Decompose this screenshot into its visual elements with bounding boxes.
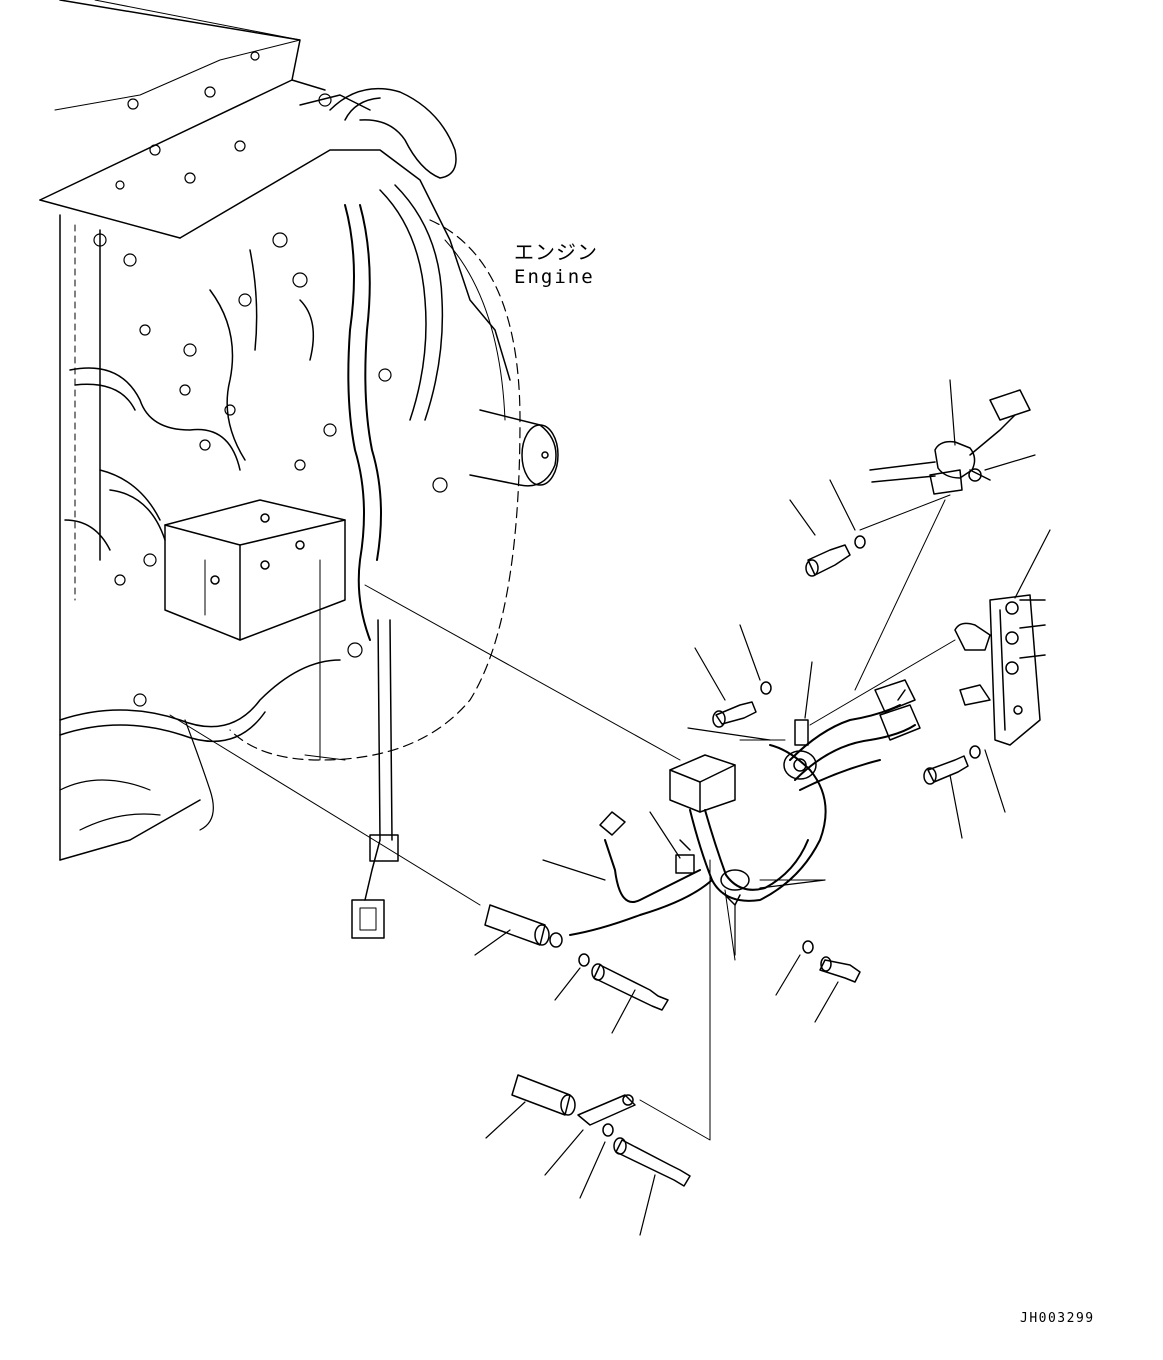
engine-label-en: Engine bbox=[514, 266, 595, 288]
drawing-reference-number: JH003299 bbox=[1020, 1311, 1095, 1326]
engine-assembly bbox=[39, 0, 559, 939]
callout-lines bbox=[474, 379, 1051, 1236]
hardware bbox=[484, 535, 981, 1187]
wiring-harness bbox=[569, 389, 1046, 936]
engine-label-jp: エンジン bbox=[514, 240, 598, 264]
leader-lines bbox=[169, 494, 956, 1141]
